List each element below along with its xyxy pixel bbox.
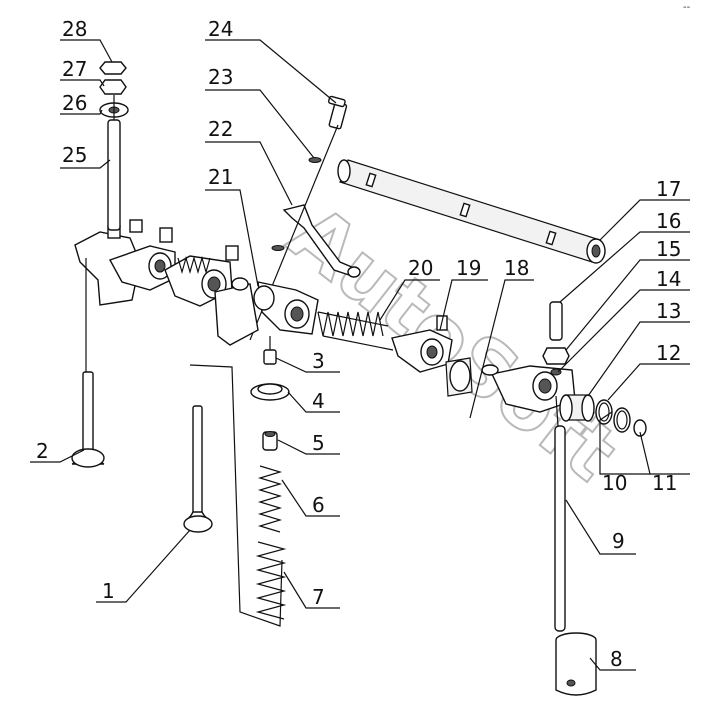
callout-6: 6 xyxy=(312,493,325,517)
callout-3: 3 xyxy=(312,349,325,373)
callout-15: 15 xyxy=(656,237,681,261)
callout-13: 13 xyxy=(656,299,681,323)
callout-25: 25 xyxy=(62,143,87,167)
callout-21: 21 xyxy=(208,165,233,189)
assembly-center-lines xyxy=(85,95,559,627)
callout-5: 5 xyxy=(312,431,325,455)
valve-spring-assembly xyxy=(250,349,290,620)
callout-19: 19 xyxy=(456,256,481,280)
stud-and-nuts xyxy=(99,61,129,231)
callout-labels: 28 27 26 25 24 23 22 21 20 19 18 17 16 1… xyxy=(36,17,681,671)
right-rocker-assembly xyxy=(391,315,576,413)
callout-22: 22 xyxy=(208,117,233,141)
callout-16: 16 xyxy=(656,209,681,233)
corner-mark: -- xyxy=(683,2,691,13)
valve-2 xyxy=(71,371,105,468)
callout-4: 4 xyxy=(312,389,325,413)
callout-18: 18 xyxy=(504,256,529,280)
callout-2: 2 xyxy=(36,439,49,463)
callout-9: 9 xyxy=(612,529,625,553)
rocker-bracket-assembly xyxy=(74,219,319,346)
callout-28: 28 xyxy=(62,17,87,41)
pushrod-9 xyxy=(554,425,566,632)
callout-12: 12 xyxy=(656,341,681,365)
tappet-8 xyxy=(555,632,597,696)
shaft-spring-left xyxy=(177,255,211,275)
bushing-and-washers xyxy=(559,394,647,437)
callout-11: 11 xyxy=(652,471,677,495)
leader-lines xyxy=(30,39,690,671)
rocker-shaft-part xyxy=(337,159,606,264)
shaft-spring-20 xyxy=(317,311,394,351)
callout-23: 23 xyxy=(208,65,233,89)
callout-20: 20 xyxy=(408,256,433,280)
callout-7: 7 xyxy=(312,585,325,609)
callout-1: 1 xyxy=(102,579,115,603)
callout-14: 14 xyxy=(656,267,681,291)
callout-24: 24 xyxy=(208,17,233,41)
callout-8: 8 xyxy=(610,647,623,671)
callout-10: 10 xyxy=(602,471,627,495)
callout-17: 17 xyxy=(656,177,681,201)
callout-26: 26 xyxy=(62,91,87,115)
valve-1 xyxy=(183,405,213,533)
callout-27: 27 xyxy=(62,57,87,81)
adjusting-screw-part xyxy=(542,301,570,376)
